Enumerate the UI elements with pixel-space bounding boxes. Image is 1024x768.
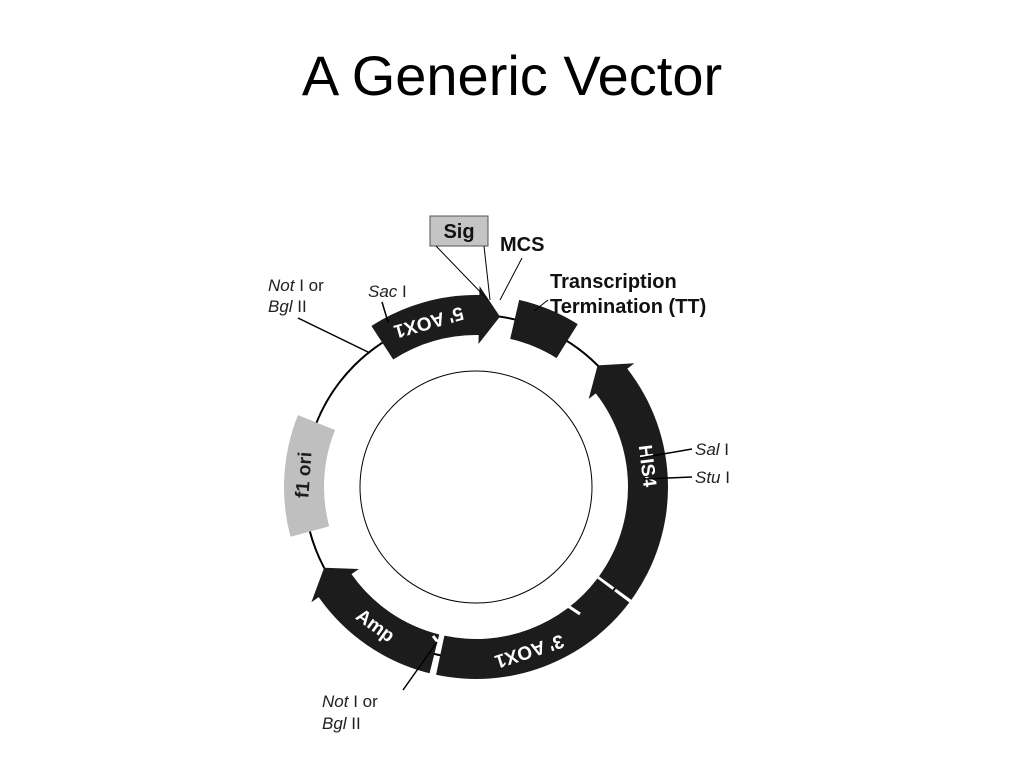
gap-his4-aox3 bbox=[567, 604, 581, 616]
site-sac-leader bbox=[381, 301, 389, 323]
site-bottom-line1: Not I or bbox=[322, 692, 378, 711]
sig-box bbox=[429, 215, 489, 247]
site-sal-leader bbox=[639, 448, 693, 459]
tt-label-line1: Transcription bbox=[550, 271, 677, 293]
sig-leader-2 bbox=[483, 245, 491, 301]
segment-3-aox1 bbox=[436, 578, 630, 679]
mcs-leader bbox=[499, 257, 523, 301]
site-sac: Sac I bbox=[368, 282, 407, 301]
segment-5-aox1 bbox=[371, 286, 500, 360]
page-title: A Generic Vector bbox=[301, 44, 723, 107]
segment-amp bbox=[311, 567, 440, 674]
site-stu-leader bbox=[643, 476, 693, 480]
segment-f1-ori-label: f1 ori bbox=[292, 451, 316, 499]
tt-label-line2: Termination (TT) bbox=[550, 296, 706, 318]
site-top-left-line1: Not I or bbox=[268, 276, 324, 295]
inner-circle bbox=[359, 370, 593, 604]
segment-his4-label: HIS4 bbox=[634, 444, 660, 489]
segment-mcs-tt bbox=[510, 299, 578, 359]
sig-label: Sig bbox=[443, 221, 474, 243]
sig-leader-1 bbox=[435, 245, 489, 301]
gap-marks bbox=[431, 604, 581, 647]
gap-aox3-amp bbox=[431, 635, 443, 647]
site-stu: Stu I bbox=[695, 468, 730, 487]
site-top-left-leader bbox=[297, 317, 371, 354]
segment-his4 bbox=[588, 363, 668, 600]
site-top-left-line2: Bgl II bbox=[268, 297, 307, 316]
mcs-label: MCS bbox=[500, 234, 544, 256]
site-bottom-leader bbox=[402, 641, 438, 691]
site-sal: Sal I bbox=[695, 440, 729, 459]
segment-f1-ori bbox=[284, 415, 336, 537]
tt-leader bbox=[533, 299, 549, 312]
site-bottom-line2: Bgl II bbox=[322, 714, 361, 733]
